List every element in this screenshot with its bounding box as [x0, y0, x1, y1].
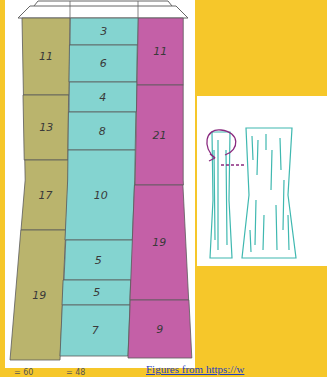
segment-block: 19	[10, 230, 66, 360]
segment-block: 3	[70, 18, 138, 45]
segment-block: 5	[62, 280, 131, 305]
segment-number: 3	[100, 26, 107, 37]
segment-block: 8	[68, 112, 136, 150]
segment-number: 7	[92, 325, 99, 336]
segment-block: 10	[65, 150, 135, 240]
segment-number: 11	[39, 51, 53, 62]
segment-block: 9	[128, 300, 192, 358]
segment-block: 21	[135, 85, 183, 185]
segment-number: 21	[152, 130, 166, 141]
segment-block: 11	[22, 18, 70, 95]
sum-label: = 48	[66, 368, 85, 377]
segment-block: 17	[21, 160, 68, 230]
segment-block: 11	[137, 18, 183, 85]
guide-line	[70, 1, 71, 18]
segment-number: 10	[94, 190, 108, 201]
sketch-panel	[197, 96, 327, 266]
segment-block: 5	[64, 240, 133, 280]
tower-sketch	[210, 128, 296, 258]
segment-block: 19	[130, 185, 189, 300]
segment-number: 19	[152, 237, 166, 248]
segment-number: 4	[99, 92, 106, 103]
segment-number: 13	[39, 122, 53, 133]
white-panel	[5, 0, 195, 368]
segment-number: 17	[39, 190, 53, 201]
sum-label: = 60	[14, 368, 33, 377]
segment-number: 8	[99, 126, 106, 137]
tower-top	[34, 1, 172, 6]
guide-line	[138, 1, 139, 18]
segment-number: 19	[32, 290, 46, 301]
segment-number: 5	[95, 255, 102, 266]
segment-number: 5	[93, 287, 100, 298]
source-caption: Figures from https://w	[146, 363, 244, 375]
segment-block: 4	[69, 82, 137, 112]
segment-number: 6	[100, 58, 107, 69]
segment-block: 13	[23, 95, 69, 160]
segment-block: 7	[60, 305, 130, 356]
segment-block: 6	[69, 45, 137, 82]
segment-number: 11	[153, 46, 167, 57]
rotation-arrow	[207, 130, 244, 165]
tower-cap	[18, 6, 188, 18]
segment-number: 9	[156, 324, 163, 335]
